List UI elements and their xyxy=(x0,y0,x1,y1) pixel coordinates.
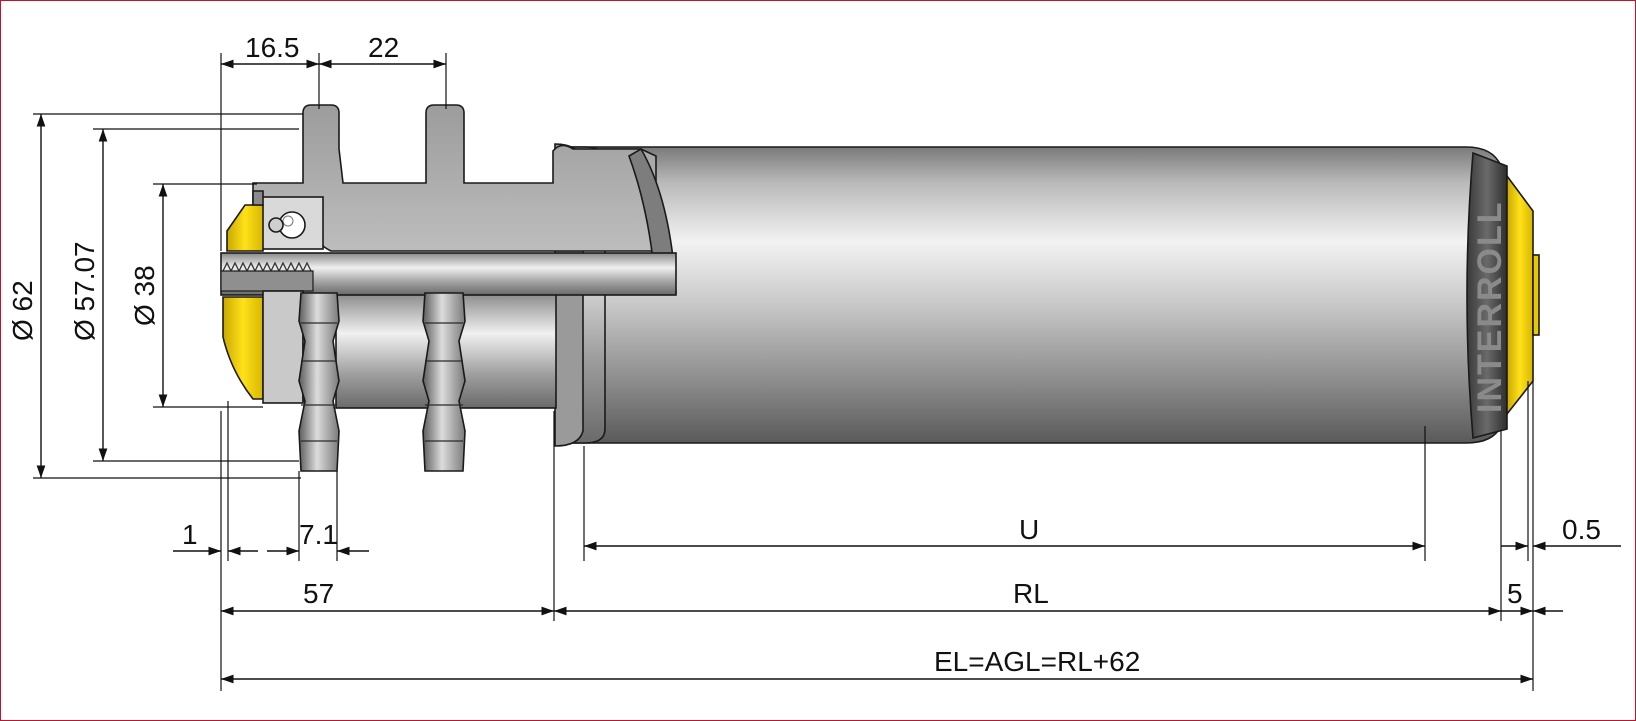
left-yellow-seal-top xyxy=(226,190,264,252)
dim-0-5: 0.5 xyxy=(1501,514,1621,551)
label-7-1: 7.1 xyxy=(299,519,338,550)
dim-d62: Ø 62 xyxy=(7,113,303,479)
dim-d38: Ø 38 xyxy=(129,183,263,408)
end-cap: INTERROLL xyxy=(1466,151,1509,440)
shaft xyxy=(220,252,677,296)
dim-top: 16.5 22 xyxy=(220,32,447,251)
label-57: 57 xyxy=(303,578,334,609)
label-d57: Ø 57.07 xyxy=(69,241,100,341)
label-d62: Ø 62 xyxy=(7,280,38,341)
dim-57-rl: 57 RL 5 xyxy=(221,381,1563,691)
label-22: 22 xyxy=(368,32,399,63)
right-yellow-plug xyxy=(1506,173,1540,417)
sprocket-1 xyxy=(298,292,340,472)
label-1: 1 xyxy=(182,519,198,550)
dim-bottom-small: 1 7.1 xyxy=(173,401,369,691)
roller-tube xyxy=(560,146,1502,444)
label-16-5: 16.5 xyxy=(245,32,300,63)
dim-u: U xyxy=(584,514,1425,551)
sprocket-2 xyxy=(422,292,466,472)
label-el: EL=AGL=RL+62 xyxy=(934,646,1140,677)
label-5: 5 xyxy=(1507,578,1523,609)
label-0-5: 0.5 xyxy=(1562,514,1601,545)
label-u: U xyxy=(1019,514,1039,545)
left-yellow-seal-bottom xyxy=(222,296,264,400)
label-rl: RL xyxy=(1013,578,1049,609)
interroll-logo: INTERROLL xyxy=(1471,200,1509,413)
dim-d57: Ø 57.07 xyxy=(69,128,299,462)
dim-el: EL=AGL=RL+62 xyxy=(221,646,1533,684)
label-d38: Ø 38 xyxy=(129,265,160,326)
